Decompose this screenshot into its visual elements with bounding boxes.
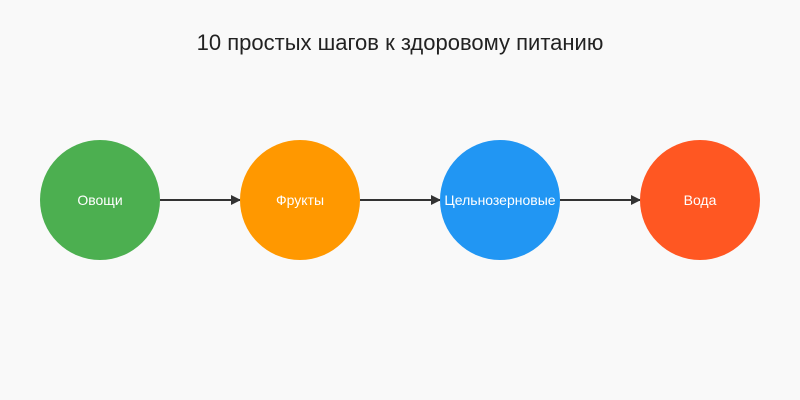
step-circle bbox=[240, 140, 360, 260]
step-circle bbox=[640, 140, 760, 260]
step-circle bbox=[440, 140, 560, 260]
step-label: Овощи bbox=[77, 192, 122, 208]
step-node-water: Вода bbox=[640, 140, 760, 260]
step-node-vegetables: Овощи bbox=[40, 140, 160, 260]
diagram-title: 10 простых шагов к здоровому питанию bbox=[196, 30, 604, 55]
step-node-fruits: Фрукты bbox=[240, 140, 360, 260]
step-label: Вода bbox=[684, 192, 717, 208]
step-label: Цельнозерновые bbox=[444, 192, 555, 208]
step-label: Фрукты bbox=[276, 192, 324, 208]
step-circle bbox=[40, 140, 160, 260]
step-node-whole-grains: Цельнозерновые bbox=[440, 140, 560, 260]
